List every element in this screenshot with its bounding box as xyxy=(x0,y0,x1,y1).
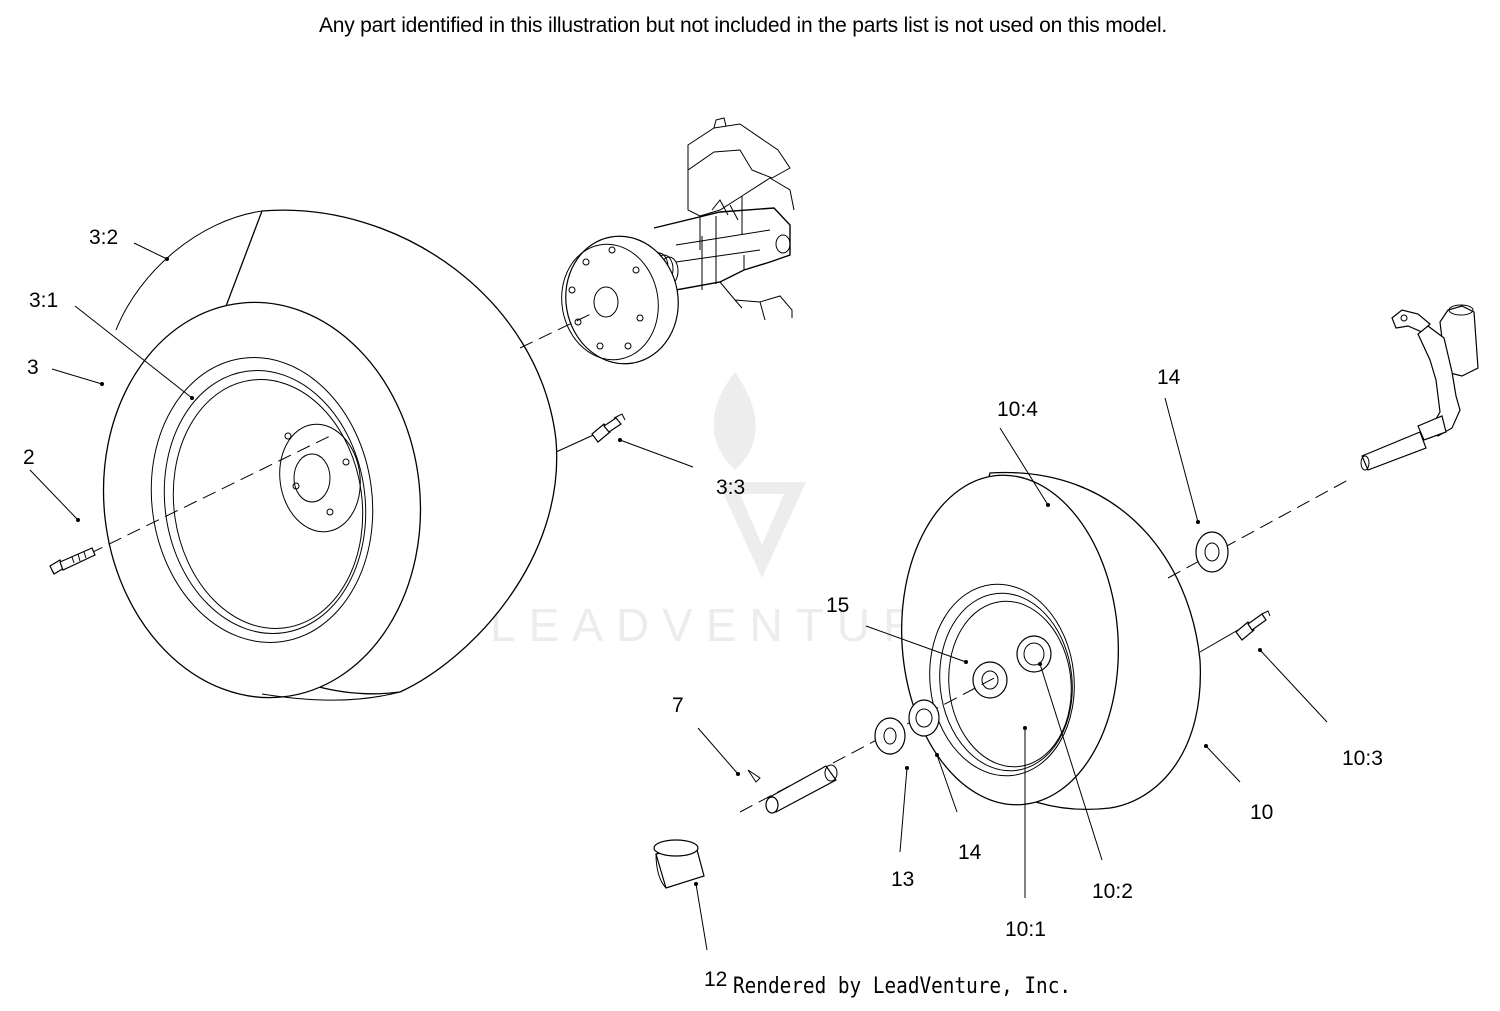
spacer-washer-top xyxy=(1195,531,1229,573)
wheel-hub-flange xyxy=(561,235,679,365)
bolt-centerline xyxy=(51,435,331,573)
callout-2: 2 xyxy=(23,446,35,469)
callout-14-top: 14 xyxy=(1157,366,1181,389)
front-valve-stem xyxy=(1235,610,1271,641)
callouts: 3:2 3:1 3 2 3:3 14 10:4 15 7 13 14 10:1 … xyxy=(23,226,1383,991)
cotter-pin xyxy=(747,769,761,783)
axle-centerline xyxy=(519,311,596,349)
spacer-13 xyxy=(874,717,906,755)
callout-10-2: 10:2 xyxy=(1092,880,1133,903)
caster-axle-centerline xyxy=(1167,479,1349,579)
callout-3-2: 3:2 xyxy=(89,226,118,249)
callout-10-1: 10:1 xyxy=(1005,918,1046,941)
rear-valve-stem xyxy=(591,413,626,443)
flame-v-logo-icon xyxy=(713,372,806,578)
axle-pin xyxy=(765,764,838,814)
callout-3-3: 3:3 xyxy=(716,476,745,499)
leader-lines xyxy=(29,242,1328,951)
caster-fork xyxy=(1360,304,1479,471)
front-wheel-rim xyxy=(929,583,1075,777)
callout-10: 10 xyxy=(1250,801,1273,824)
parts-disclaimer: Any part identified in this illustration… xyxy=(318,14,1168,37)
callout-3-1: 3:1 xyxy=(29,289,58,312)
callout-15: 15 xyxy=(826,594,849,617)
rear-axle-frame xyxy=(653,117,795,321)
callout-7: 7 xyxy=(672,694,684,717)
spacer-washer-bottom xyxy=(908,699,940,737)
callout-13: 13 xyxy=(891,868,914,891)
callout-10-3: 10:3 xyxy=(1342,747,1383,770)
render-credit: Rendered by LeadVenture, Inc. xyxy=(733,974,1072,999)
hub-cap xyxy=(653,839,705,889)
callout-14-bottom: 14 xyxy=(958,841,982,864)
front-tire xyxy=(901,471,1201,811)
front-valve-leader xyxy=(1199,629,1239,653)
callout-12: 12 xyxy=(704,968,727,991)
lug-bolt xyxy=(49,547,96,575)
callout-10-4: 10:4 xyxy=(997,398,1038,421)
watermark-text: LEADVENTURE xyxy=(490,599,973,651)
callout-3: 3 xyxy=(27,356,39,379)
rear-tire xyxy=(102,209,558,701)
leader-dots xyxy=(76,257,1262,886)
